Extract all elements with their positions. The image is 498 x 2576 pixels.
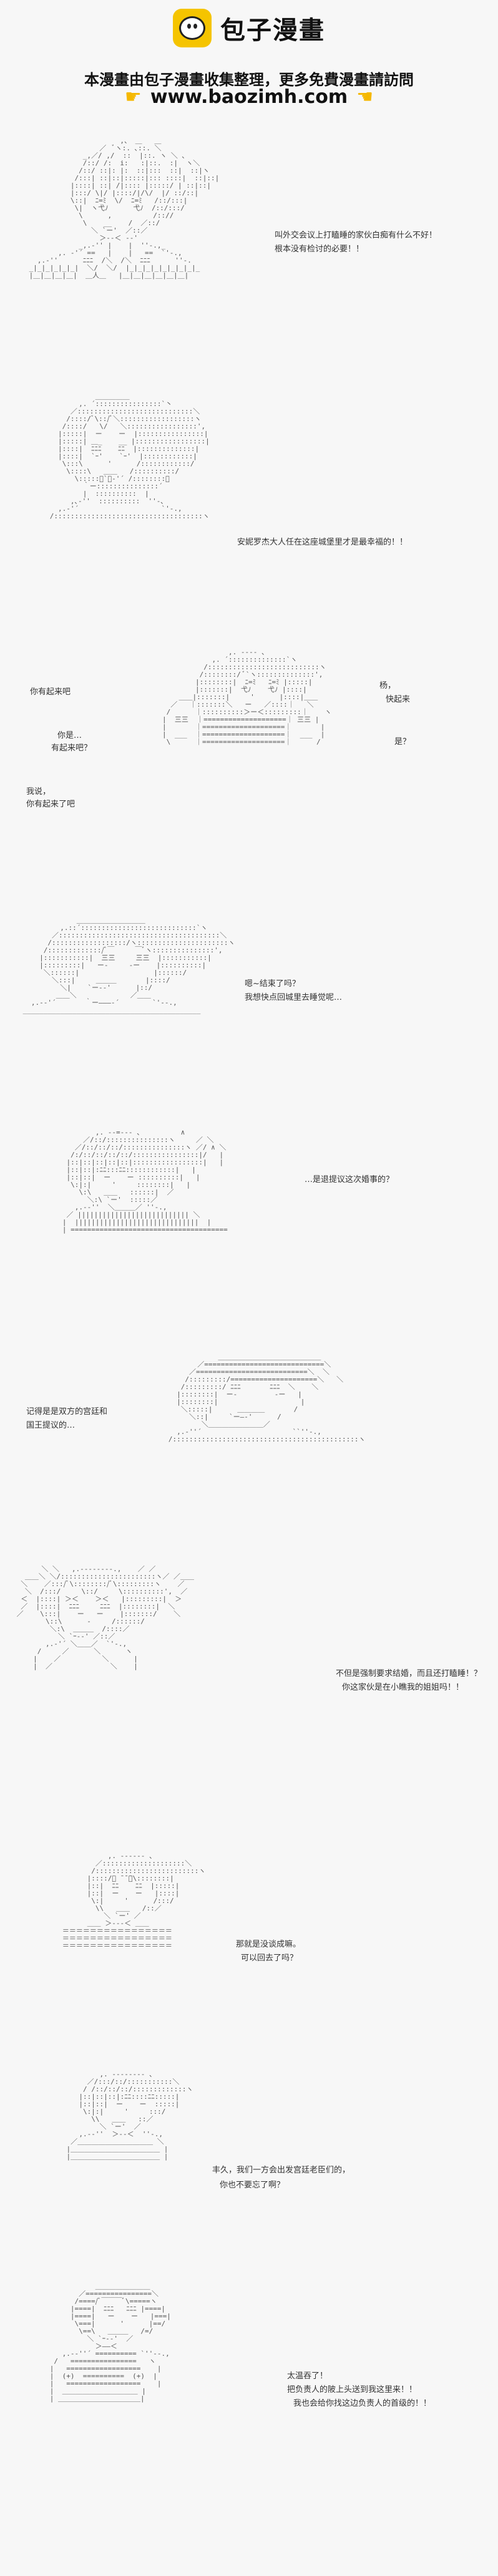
ascii-art-character-10: ＿＿＿＿＿＿＿＿ ／================＼ /====/ﾞ￣￣￣ﾞ\… (49, 2282, 171, 2403)
baozi-logo-icon (173, 9, 212, 47)
site-url[interactable]: www.baozimh.com (150, 86, 348, 108)
dialogue-line: 有起来吧？ (51, 743, 92, 753)
dialogue-line: 安妮罗杰大人任在这座城堡里才是最幸福的！！ (237, 538, 408, 547)
dialogue-line: 你也不要忘了啊？ (220, 2181, 285, 2190)
dialogue-line: 嗯~结束了吗？ (245, 979, 300, 989)
comic-panel-6: ＿＿＿＿＿＿＿＿＿＿＿＿＿＿＿ ／=======================… (0, 1341, 498, 1547)
ascii-art-character-4: ＿＿＿＿＿＿＿＿＿＿ ,.::´::::::::::::::::::::::::… (22, 916, 235, 1014)
dialogue-line: 那就是没谈成嘛。 (236, 1940, 301, 1949)
dialogue-line: 根本没有检讨的必要！！ (275, 245, 364, 254)
dialogue-line: 是？ (394, 737, 411, 747)
pointing-hand-icon: ☛ (124, 86, 142, 108)
ascii-art-character-6: ＿＿＿＿＿＿＿＿＿＿＿＿＿＿＿ ／=======================… (168, 1353, 366, 1443)
logo: 包子漫畫 (0, 9, 498, 47)
dialogue-line: 杨， (379, 681, 396, 690)
site-title: 包子漫畫 (220, 16, 325, 45)
dialogue-line: 国王提议的… (26, 1421, 76, 1430)
watermark-header: 包子漫畫 本漫畫由包子漫畫收集整理，更多免費漫畫請訪問 ☛ www.baozim… (0, 0, 498, 119)
dialogue-line: 我想快点回城里去睡觉呢… (245, 993, 343, 1002)
ascii-art-character-7: ＼ ＼ ,.-‐‐‐‐‐‐-., ／ ／ ＿＿＼ ＼/:::::::::::::… (16, 1565, 195, 1670)
comic-panel-3: ,. -‐‐- 、 ,. ´::::::::::::::`ヽ /::::::::… (0, 642, 498, 879)
comic-panel-10: ＿＿＿＿＿＿＿＿ ／================＼ /====/ﾞ￣￣￣ﾞ\… (0, 2270, 498, 2570)
pointing-hand-icon: ☚ (356, 86, 374, 108)
ascii-art-character-9: ,. -‐‐‐‐‐‐- 、 ／/:::/::/:::::::::::＼ / /:… (66, 2070, 193, 2161)
dialogue-line: 你有起来了吧 (26, 800, 76, 809)
comic-panel-9: ,. -‐‐‐‐‐‐- 、 ／/:::/::/:::::::::::＼ / /:… (0, 2058, 498, 2258)
site-tagline: 本漫畫由包子漫畫收集整理，更多免費漫畫請訪問 (84, 71, 414, 89)
dialogue-line: 不但是强制要求结婚，而且还打瞌睡！？ (336, 1669, 482, 1678)
dialogue-line: 可以回去了吗？ (241, 1954, 298, 1963)
comic-panel-5: ,. -‐=‐‐- 、 ∧ ／/::/:::::::::::::::ヽ ／ ＼ … (0, 1116, 498, 1322)
dialogue-line: …是退提议这次婚事的？ (305, 1175, 394, 1184)
dialogue-line: 我说， (26, 787, 51, 797)
dialogue-line: 你有起来吧 (30, 687, 71, 697)
dialogue-line: 太温吞了！ (287, 2371, 328, 2381)
comic-panel-4: ＿＿＿＿＿＿＿＿＿＿ ,.::´::::::::::::::::::::::::… (0, 904, 498, 1104)
ascii-art-character-1: ,、 ＿ ＿ ／ ﾞヽ:. ､::. ＼ _,／/ ,/ :: |::. ヽ ＼… (29, 137, 220, 279)
dialogue-line: 记得是是双方的宫廷和 (26, 1407, 108, 1416)
ascii-art-character-2: ＿＿＿＿＿ ,. ´::::::::::::::::`丶 ／::::::::::… (49, 392, 210, 520)
ascii-art-character-3: ,. -‐‐- 、 ,. ´::::::::::::::`ヽ /::::::::… (162, 648, 332, 746)
dialogue-line: 你这家伙是在小瞧我的姐姐吗！！ (342, 1683, 464, 1692)
site-url-row: ☛ www.baozimh.com ☚ (0, 86, 498, 108)
dialogue-line: 快起来 (386, 695, 411, 704)
dialogue-line: 丰久，我们一方会出发宫廷老臣们的， (212, 2166, 351, 2175)
dialogue-line: 我也会给你找这边负责人的首级的！！ (293, 2399, 432, 2408)
comic-panel-2: ＿＿＿＿＿ ,. ´::::::::::::::::`丶 ／::::::::::… (0, 380, 498, 624)
dialogue-line: 叫外交会议上打瞌睡的家伙白痴有什么不好！ (275, 231, 437, 240)
comic-panel-7: ＼ ＼ ,.-‐‐‐‐‐‐-., ／ ／ ＿＿＼ ＼/:::::::::::::… (0, 1559, 498, 1821)
ascii-art-character-5: ,. -‐=‐‐- 、 ∧ ／/::/:::::::::::::::ヽ ／ ＼ … (62, 1128, 228, 1234)
dialogue-line: 把负责人的陂上头送到我这里来！！ (287, 2385, 417, 2394)
dialogue-line: 你是… (57, 731, 82, 740)
comic-panel-8: ,. -‐‐‐‐- 、 ／::::::::::::::::::::＼ /::::… (0, 1840, 498, 2052)
ascii-art-character-8: ,. -‐‐‐‐- 、 ／::::::::::::::::::::＼ /::::… (62, 1852, 206, 1950)
comic-panel-1: ,、 ＿ ＿ ／ ﾞヽ:. ､::. ＼ _,／/ ,/ :: |::. ヽ ＼… (0, 125, 498, 362)
